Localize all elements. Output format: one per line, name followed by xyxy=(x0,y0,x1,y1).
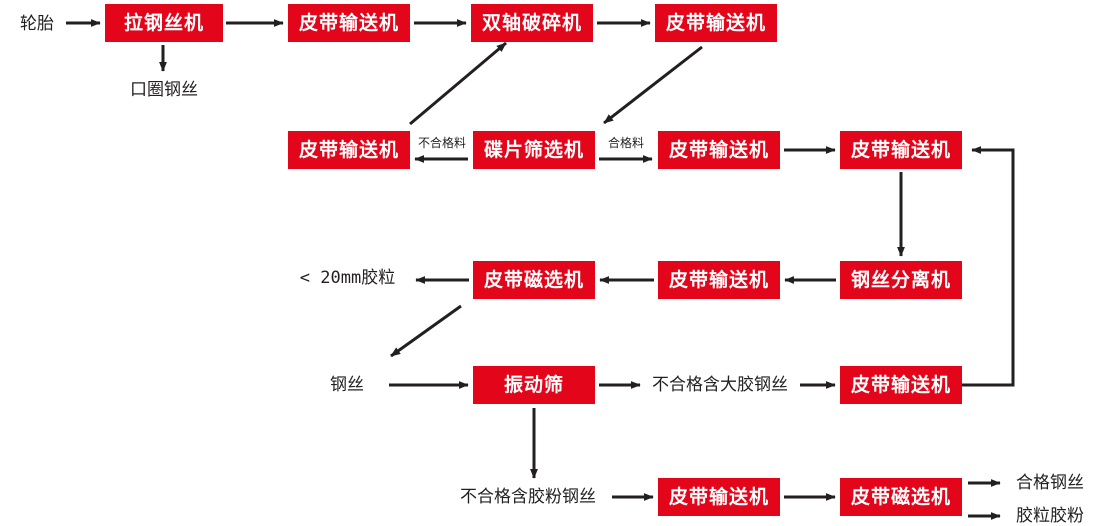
node-belt-magnetic-separator-1[interactable]: 皮带磁选机 xyxy=(473,261,595,299)
node-steel-wire[interactable]: 钢丝 xyxy=(330,374,364,395)
edge-label-unqualified-material: 不合格料 xyxy=(417,136,466,150)
node-disc-screening-machine[interactable]: 碟片筛选机 xyxy=(473,131,595,169)
node-granule-under-20mm[interactable]: < 20mm胶粒 xyxy=(299,267,396,288)
node-steel-wire-separator[interactable]: 钢丝分离机 xyxy=(840,261,962,299)
arrow-magnetic1-to-steelwire xyxy=(390,304,462,358)
node-belt-conveyor-4[interactable]: 皮带输送机 xyxy=(840,131,962,169)
node-belt-conveyor-7[interactable]: 皮带输送机 xyxy=(658,478,780,516)
edge-label-qualified-material: 合格料 xyxy=(607,136,644,150)
node-qualified-steel-wire[interactable]: 合格钢丝 xyxy=(1016,472,1084,493)
node-belt-conveyor-3[interactable]: 皮带输送机 xyxy=(658,131,780,169)
node-tire[interactable]: 轮胎 xyxy=(20,13,54,34)
arrow-reject-belt-to-twinshaft xyxy=(409,41,507,126)
arrow-belt2-to-disc-screen xyxy=(603,45,703,125)
node-belt-conveyor-6[interactable]: 皮带输送机 xyxy=(840,366,962,404)
node-unqualified-large-rubber-wire[interactable]: 不合格含大胶钢丝 xyxy=(652,374,788,395)
node-twin-shaft-shredder[interactable]: 双轴破碎机 xyxy=(471,4,593,42)
node-bead-wire[interactable]: 口圈钢丝 xyxy=(130,79,198,100)
node-belt-magnetic-separator-2[interactable]: 皮带磁选机 xyxy=(840,478,962,516)
node-belt-conveyor-1[interactable]: 皮带输送机 xyxy=(288,4,410,42)
node-belt-conveyor-5[interactable]: 皮带输送机 xyxy=(658,261,780,299)
node-belt-conveyor-2[interactable]: 皮带输送机 xyxy=(655,4,777,42)
node-unqualified-rubber-powder-wire[interactable]: 不合格含胶粉钢丝 xyxy=(460,486,596,507)
node-rubber-granule-powder[interactable]: 胶粒胶粉 xyxy=(1016,505,1084,526)
node-belt-conveyor-reject[interactable]: 皮带输送机 xyxy=(288,131,410,169)
node-wire-drawing-machine[interactable]: 拉钢丝机 xyxy=(105,4,223,42)
node-vibrating-screen[interactable]: 振动筛 xyxy=(473,366,595,404)
arrow-recycle-loop xyxy=(962,146,1015,387)
